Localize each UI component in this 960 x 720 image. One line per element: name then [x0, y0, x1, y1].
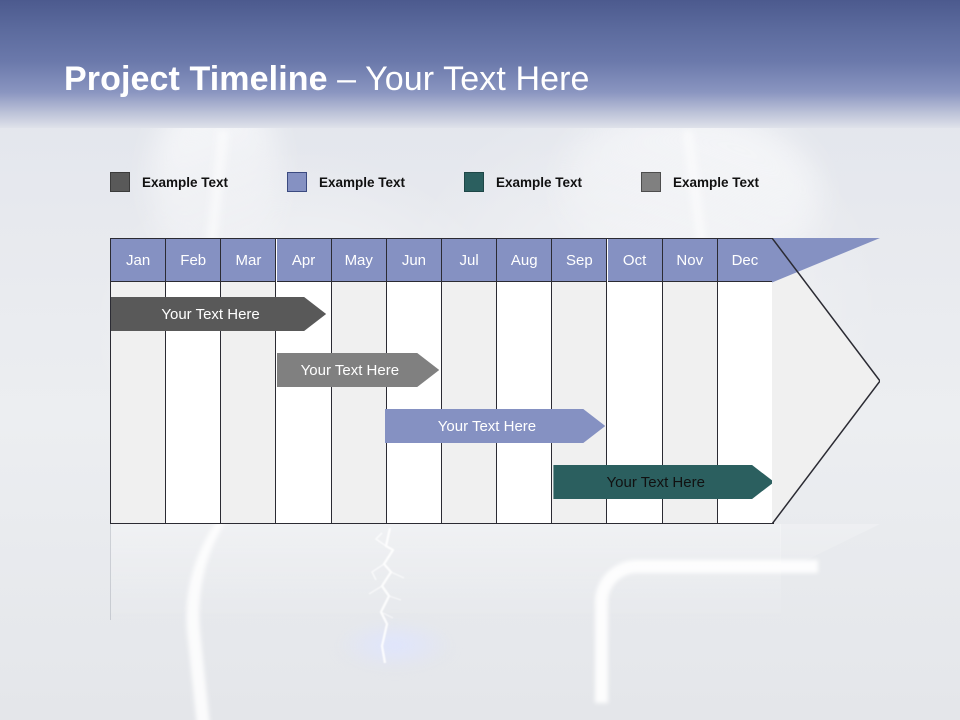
title-band	[0, 0, 960, 128]
month-header-jan[interactable]: Jan	[111, 239, 166, 282]
legend: Example Text Example Text Example Text Exam…	[110, 170, 830, 194]
timeline-bar-label: Your Text Here	[606, 473, 705, 491]
timeline-bar-shape	[553, 465, 774, 499]
month-column-aug: Aug	[497, 239, 553, 523]
page-title-strong: Project Timeline	[64, 60, 338, 98]
lightning-bolt-icon	[368, 528, 405, 663]
timeline-bar[interactable]: Your Text Here	[277, 353, 440, 387]
month-header-sep[interactable]: Sep	[552, 239, 607, 282]
legend-swatch-icon	[287, 172, 307, 192]
month-header-oct[interactable]: Oct	[607, 239, 662, 282]
month-header-jul[interactable]: Jul	[442, 239, 497, 282]
lightning-glow	[335, 620, 455, 670]
legend-item[interactable]: Example Text	[287, 170, 405, 194]
legend-label: Example Text	[496, 174, 583, 190]
month-column-mar: Mar	[221, 239, 277, 523]
legend-label: Example Text	[319, 174, 406, 190]
timeline-bar-label: Your Text Here	[437, 417, 537, 435]
month-header-aug[interactable]: Aug	[497, 239, 552, 282]
month-header-mar[interactable]: Mar	[221, 239, 276, 282]
legend-swatch-icon	[464, 172, 484, 192]
month-header-may[interactable]: May	[331, 239, 386, 282]
timeline-bar[interactable]: Your Text Here	[553, 465, 774, 499]
month-column-jan: Jan	[111, 239, 167, 523]
timeline-bar-shape	[111, 297, 326, 331]
background-arc-right	[595, 560, 818, 703]
legend-item[interactable]: Example Text	[641, 170, 759, 194]
timeline-bar-shape	[385, 409, 606, 443]
page-title-light: – Your Text Here	[337, 60, 590, 98]
month-header-nov[interactable]: Nov	[662, 239, 717, 282]
legend-label: Example Text	[673, 174, 760, 190]
month-header-apr[interactable]: Apr	[276, 239, 331, 282]
arrowhead-outline	[772, 238, 880, 524]
legend-swatch-icon	[641, 172, 661, 192]
month-header-jun[interactable]: Jun	[386, 239, 441, 282]
month-header-feb[interactable]: Feb	[166, 239, 221, 282]
legend-item[interactable]: Example Text	[464, 170, 582, 194]
timeline-bar-label: Your Text Here	[161, 305, 260, 323]
timeline-bar-label: Your Text Here	[300, 361, 400, 379]
timeline-arrowhead	[772, 238, 880, 524]
month-column-feb: Feb	[166, 239, 222, 523]
page-title: Project Timeline – Your Text Here	[64, 57, 590, 101]
month-header-dec[interactable]: Dec	[717, 239, 772, 282]
timeline-bar[interactable]: Your Text Here	[111, 297, 326, 331]
legend-item[interactable]: Example Text	[110, 170, 228, 194]
timeline-bar-shape	[277, 353, 440, 387]
timeline-bar[interactable]: Your Text Here	[385, 409, 606, 443]
legend-label: Example Text	[142, 174, 229, 190]
legend-swatch-icon	[110, 172, 130, 192]
month-column-jul: Jul	[442, 239, 498, 523]
